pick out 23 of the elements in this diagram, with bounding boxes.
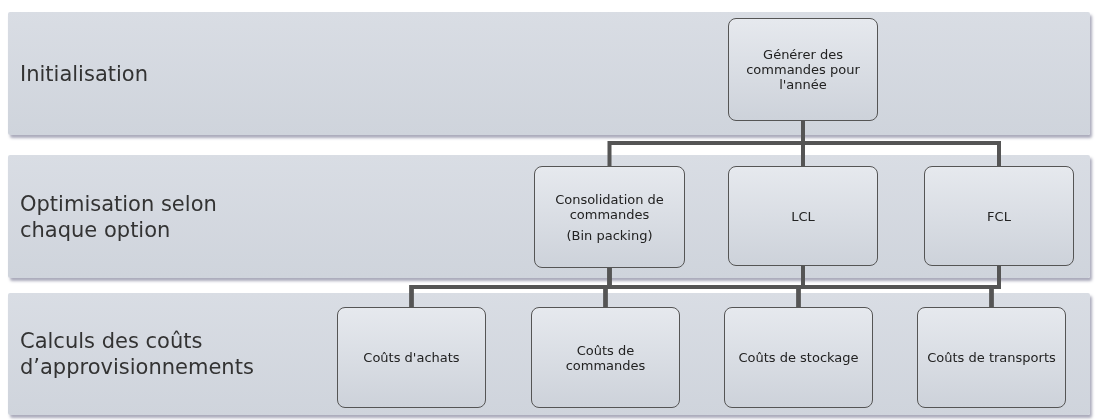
- box-label: (Bin packing): [566, 227, 653, 243]
- box-label: Consolidation de commandes: [554, 191, 665, 222]
- box-label: LCL: [791, 208, 815, 224]
- process-box: [337, 307, 486, 408]
- box-label: Coûts de stockage: [738, 350, 859, 365]
- box-label: Coûts de commandes: [564, 342, 647, 373]
- stage-label: Initialisation: [20, 60, 149, 87]
- box-label: Coûts de transports: [927, 350, 1056, 365]
- box-label: FCL: [987, 208, 1011, 224]
- stage-band: [8, 12, 1090, 135]
- box-label: Coûts d'achats: [363, 350, 460, 365]
- process-box: [531, 307, 680, 408]
- process-box: [728, 166, 878, 266]
- box-label: Générer des commandes pour l'année: [745, 47, 861, 92]
- stage-band: [8, 293, 1090, 415]
- process-box: [917, 307, 1066, 408]
- stage-label: Calculs des coûts d’approvisionnements: [20, 328, 255, 381]
- stage-label: Optimisation selon chaque option: [20, 190, 218, 243]
- process-box: [728, 18, 878, 121]
- process-box: [534, 166, 685, 268]
- process-box: [924, 166, 1074, 266]
- stage-band: [8, 155, 1090, 278]
- process-box: [724, 307, 873, 408]
